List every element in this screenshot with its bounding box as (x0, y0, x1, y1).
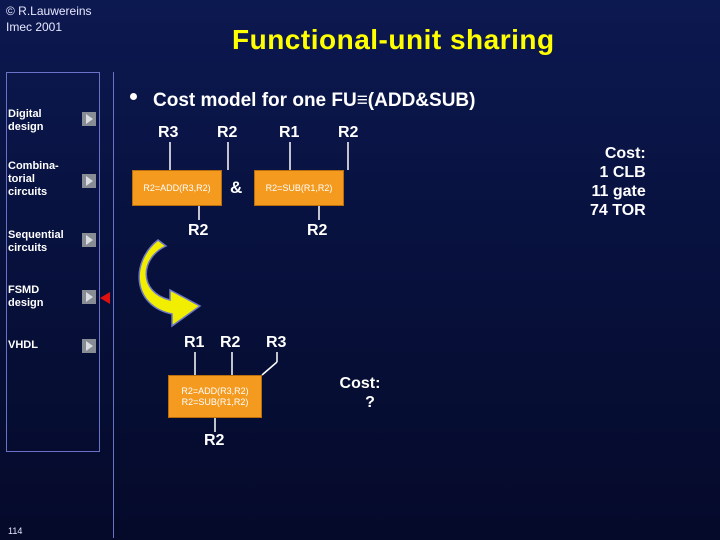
cost-title: Cost: (339, 375, 381, 392)
shared-unit-add: R2=ADD(R3,R2) (181, 385, 249, 396)
bullet-text: Cost model for one FU≡(ADD&SUB) (153, 90, 476, 111)
shared-output-r2: R2 (204, 432, 225, 449)
slide-title: Functional-unit sharing (232, 24, 555, 55)
shared-unit-box: R2=ADD(R3,R2) R2=SUB(R1,R2) (168, 375, 262, 418)
cost-title: Cost: (604, 145, 646, 162)
bullet-icon (130, 93, 137, 101)
copyright-line-1: © R.Lauwereins (6, 4, 92, 18)
add-unit-box: R2=ADD(R3,R2) (132, 170, 222, 206)
sidebar-item-combinatorial[interactable]: Combina-torial circuits (8, 160, 98, 199)
sidebar-item-vhdl[interactable]: VHDL (8, 339, 98, 353)
sidebar-item-label: Combina-torial circuits (8, 160, 59, 198)
sub-unit-box: R2=SUB(R1,R2) (254, 170, 344, 206)
cost-unknown: ? (365, 394, 375, 411)
sidebar-item-label: Digital design (8, 108, 44, 133)
bullet-cost-model: Cost model for one FU≡(ADD&SUB) (130, 90, 475, 112)
cost-shared-unit: Cost: ? (330, 374, 390, 412)
shared-unit-sub: R2=SUB(R1,R2) (181, 396, 249, 407)
current-section-marker-icon (100, 292, 110, 304)
play-arrow-icon[interactable] (82, 290, 96, 304)
copyright: © R.Lauwereins Imec 2001 (6, 3, 92, 35)
sidebar-item-digital-design[interactable]: Digital design (8, 108, 98, 134)
page-number: 114 (8, 526, 23, 536)
play-arrow-icon[interactable] (82, 233, 96, 247)
play-arrow-icon[interactable] (82, 112, 96, 126)
shared-input-r1: R1 (184, 334, 205, 351)
input-register-r2b: R2 (338, 124, 359, 141)
input-register-r1: R1 (279, 124, 300, 141)
sidebar-frame (6, 72, 100, 452)
sidebar-item-sequential[interactable]: Sequential circuits (8, 229, 98, 255)
curved-arrow-icon (138, 239, 202, 328)
sidebar-item-fsmd[interactable]: FSMD design (8, 284, 98, 310)
play-arrow-icon[interactable] (82, 339, 96, 353)
play-arrow-icon[interactable] (82, 174, 96, 188)
ampersand-label: & (230, 178, 243, 197)
cost-separate-units: Cost: 1 CLB 11 gate 74 TOR (590, 144, 646, 220)
shared-input-r3: R3 (266, 334, 287, 351)
output-register-add: R2 (188, 222, 209, 239)
sidebar-divider (113, 72, 114, 538)
sidebar-item-label: VHDL (8, 339, 38, 351)
cost-tor: 74 TOR (590, 202, 646, 219)
sidebar-item-label: FSMD design (8, 284, 44, 309)
cost-clb: 1 CLB (599, 164, 646, 181)
cost-gate: 11 gate (591, 183, 646, 200)
input-register-r2: R2 (217, 124, 238, 141)
shared-input-r2: R2 (220, 334, 241, 351)
copyright-line-2: Imec 2001 (6, 20, 63, 34)
sidebar-item-label: Sequential circuits (8, 229, 64, 254)
output-register-sub: R2 (307, 222, 328, 239)
input-register-r3: R3 (158, 124, 179, 141)
